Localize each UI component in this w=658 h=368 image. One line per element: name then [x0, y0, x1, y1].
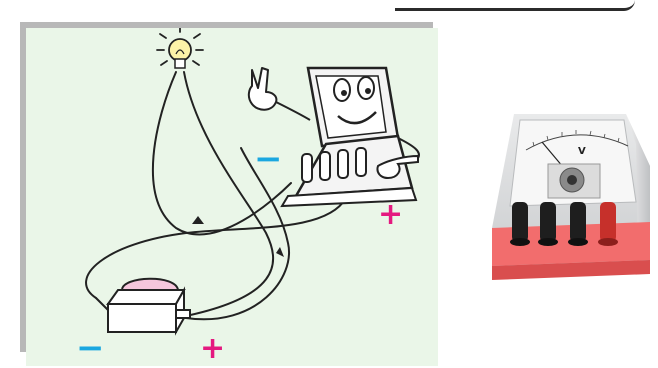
battery-icon — [95, 277, 191, 336]
arrow-icon — [192, 216, 204, 224]
top-rule — [395, 0, 635, 11]
meter-plus-sign: + — [378, 197, 404, 232]
analog-voltmeter-photo: V — [486, 110, 654, 282]
wire-bulb-to-meter — [151, 71, 292, 236]
meter-unit-label: V — [578, 146, 586, 157]
victory-hand-icon — [247, 67, 311, 121]
wire-battery-to-meter — [85, 197, 347, 299]
voltmeter-character-icon — [280, 66, 420, 208]
battery-plus-sign: + — [200, 331, 226, 366]
illustration-shadow: − + − + — [20, 22, 438, 366]
battery-minus-sign: − — [76, 328, 105, 368]
arrow-icon — [276, 247, 284, 257]
wire-bulb-to-battery — [175, 71, 275, 319]
light-bulb-icon — [156, 28, 204, 69]
circuit-illustration: − + − + — [26, 28, 438, 366]
meter-minus-sign: − — [254, 139, 283, 179]
circuit-drawing — [85, 28, 420, 336]
